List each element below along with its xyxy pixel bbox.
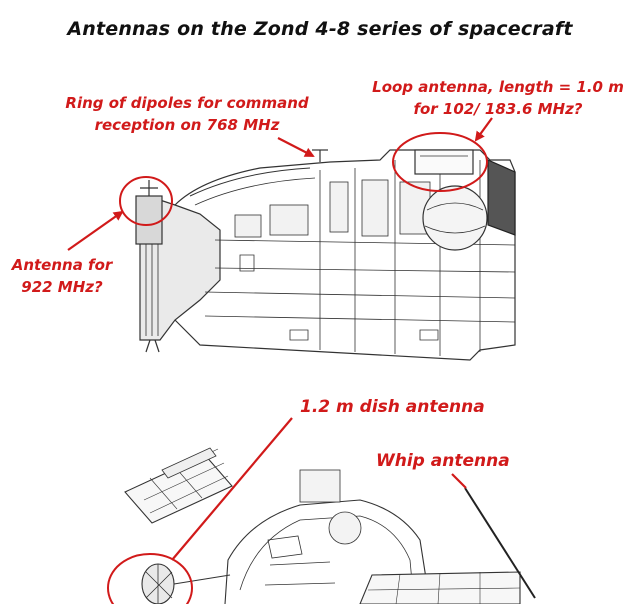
label-whip-text: Whip antenna: [376, 451, 510, 471]
circle-dish-antenna: [107, 553, 193, 604]
arrow-dish-antenna: [171, 417, 293, 561]
upper-spacecraft-drawing: [135, 149, 516, 361]
label-ring-of-dipoles: Ring of dipoles for command reception on…: [52, 92, 322, 136]
label-loop-line2: for 102/ 183.6 MHz?: [413, 100, 583, 118]
diagram-title: Antennas on the Zond 4-8 series of space…: [67, 18, 573, 40]
label-dish-antenna: 1.2 m dish antenna: [300, 396, 500, 418]
label-922-antenna: Antenna for 922 MHz?: [0, 254, 124, 298]
arrow-whip-antenna: [451, 473, 467, 489]
label-loop-line1: Loop antenna, length = 1.0 m: [372, 78, 624, 96]
label-ring-line2: reception on 768 MHz: [94, 116, 280, 134]
lower-spacecraft-drawing: [124, 447, 521, 604]
annotation-circles: [107, 132, 488, 604]
circle-922-antenna: [119, 176, 173, 226]
annotation-arrows: [67, 117, 493, 561]
label-whip-antenna: Whip antenna: [376, 450, 536, 472]
label-ring-line1: Ring of dipoles for command: [65, 94, 309, 112]
whip-antenna-line: [464, 487, 536, 599]
label-dish-text: 1.2 m dish antenna: [300, 397, 485, 417]
circle-loop-antenna: [392, 132, 488, 192]
arrow-922-antenna: [67, 210, 124, 251]
label-loop-antenna: Loop antenna, length = 1.0 m for 102/ 18…: [362, 76, 634, 120]
label-922-line2: 922 MHz?: [21, 278, 103, 296]
arrow-ring-dipoles: [277, 137, 315, 157]
arrow-loop-antenna: [474, 117, 493, 142]
label-922-line1: Antenna for: [11, 256, 113, 274]
